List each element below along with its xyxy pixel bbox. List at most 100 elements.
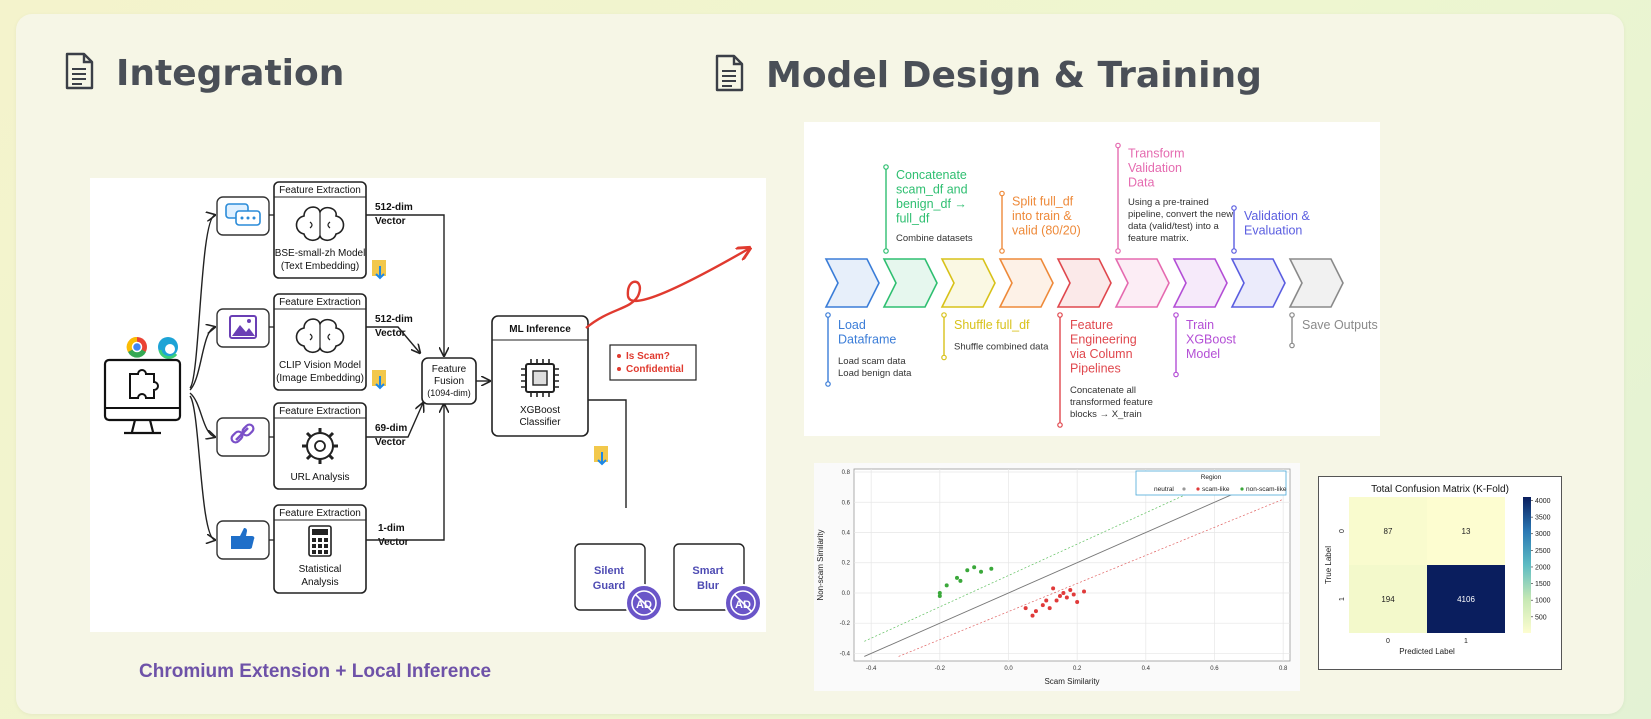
feature-header: Feature Extraction <box>279 297 361 308</box>
feature-line2: Analysis <box>301 577 338 588</box>
y-axis-label: True Label <box>1324 546 1333 584</box>
dim-label: 1-dim <box>378 523 405 534</box>
x-tick-label: 0 <box>1386 638 1390 645</box>
step-dot <box>999 190 1005 197</box>
matrix-value: 4106 <box>1457 595 1475 604</box>
ad-badge: AD <box>636 599 652 611</box>
document-icon <box>64 52 94 95</box>
legend-entry: non-scam-like <box>1246 486 1287 493</box>
output-confidential: Confidential <box>626 364 684 375</box>
input-box-link <box>216 417 270 457</box>
y-tick-label: 0.4 <box>842 530 851 536</box>
matrix-value: 13 <box>1462 527 1471 536</box>
dim-label: 512-dim <box>375 202 413 213</box>
dim-label: 512-dim <box>375 314 413 325</box>
x-tick-label: 0.4 <box>1142 666 1151 672</box>
unit-label: Vector <box>375 437 406 448</box>
ad-badge: AD <box>735 599 751 611</box>
fusion-line1: Feature <box>432 364 467 375</box>
feature-box-url: Feature Extraction URL Analysis <box>273 402 367 490</box>
scam-like-point <box>1044 598 1049 603</box>
y-tick-label: -0.2 <box>840 621 851 627</box>
chrome-logo-icon <box>126 336 147 358</box>
colorbar-tick-label: 1500 <box>1535 581 1551 588</box>
colorbar-tick-label: 2000 <box>1535 564 1551 571</box>
step-dot <box>883 248 889 254</box>
output-is-scam: Is Scam? <box>626 351 670 362</box>
non-scam-like-point <box>937 590 942 595</box>
step-chevron <box>1230 258 1286 308</box>
x-axis-label: Predicted Label <box>1399 647 1455 656</box>
scam-like-point <box>1068 587 1073 592</box>
diagonal-line <box>864 471 1284 657</box>
folder-download-icon <box>372 370 386 390</box>
step-dot <box>1115 248 1121 254</box>
step-chevron <box>940 258 996 308</box>
y-tick-label: 0 <box>1339 529 1346 533</box>
scam-boundary-line <box>898 498 1284 657</box>
step-note: Combine datasets <box>896 233 973 244</box>
puzzle-icon <box>129 369 159 399</box>
step-dot <box>1057 312 1063 318</box>
matrix-value: 87 <box>1384 527 1393 536</box>
non-scam-like-point <box>944 583 949 588</box>
step-title: Save Outputs <box>1302 318 1378 332</box>
y-axis-label: Non-scam Similarity <box>816 529 825 600</box>
scam-like-point <box>1082 589 1087 594</box>
step-note: Shuffle combined data <box>954 342 1049 353</box>
integration-title: Integration <box>116 53 345 94</box>
y-tick-label: 0.6 <box>842 500 851 506</box>
scam-like-point <box>1054 598 1059 603</box>
non-scam-like-point <box>989 566 994 571</box>
thumbs-up-icon <box>231 528 255 549</box>
brain-icon <box>295 318 345 354</box>
scam-like-point <box>1040 603 1045 608</box>
step-dot <box>883 164 889 170</box>
smart-blur-box: Smart Blur AD <box>673 543 762 622</box>
legend-marker <box>1240 487 1244 491</box>
step-chevron <box>1114 258 1170 308</box>
ml-line1: XGBoost <box>520 405 560 416</box>
scam-like-point <box>1033 609 1038 614</box>
scam-like-point <box>1051 586 1056 591</box>
integration-heading: Integration <box>64 52 344 95</box>
unit-label: Vector <box>378 537 409 548</box>
legend-entry: scam-like <box>1202 486 1230 493</box>
chat-icon <box>225 203 261 226</box>
non-scam-like-point <box>979 569 984 574</box>
calculator-icon <box>308 525 332 557</box>
scam-like-point <box>1064 595 1069 600</box>
feature-line1: Statistical <box>299 564 342 575</box>
colorbar-tick-label: 4000 <box>1535 498 1551 505</box>
step-dot <box>1173 312 1179 318</box>
x-tick-label: 1 <box>1464 638 1468 645</box>
step-dot <box>825 312 831 318</box>
pipeline-step-8: Validation &Evaluation <box>1230 205 1310 308</box>
feature-box-text: Feature Extraction BSE-small-zh Model (T… <box>273 181 367 279</box>
step-title: Validation &Evaluation <box>1244 209 1310 238</box>
y-tick-label: 1 <box>1339 597 1346 601</box>
y-tick-label: 0.0 <box>842 591 851 597</box>
step-chevron <box>1056 258 1112 308</box>
unit-label: Vector <box>375 216 406 227</box>
document-icon <box>714 54 744 97</box>
feature-line2: (Image Embedding) <box>276 373 364 384</box>
folder-download-icon <box>372 260 386 280</box>
step-dot <box>1057 422 1063 428</box>
integration-diagram-panel: Feature Extraction BSE-small-zh Model (T… <box>90 178 766 632</box>
step-dot <box>825 381 831 387</box>
scam-like-point <box>1075 600 1080 605</box>
step-dot <box>941 354 947 361</box>
scam-like-point <box>1047 606 1052 611</box>
step-dot <box>1231 205 1237 211</box>
